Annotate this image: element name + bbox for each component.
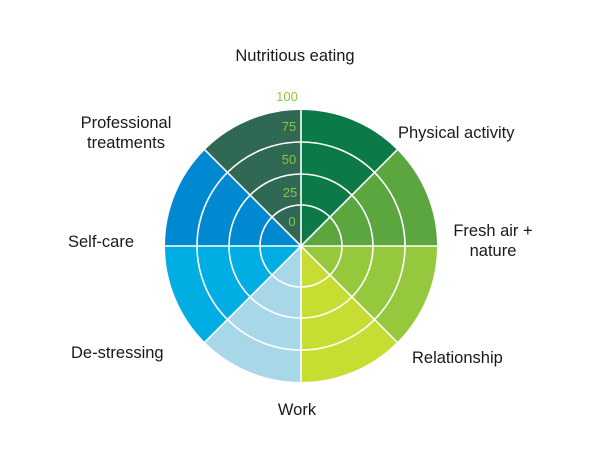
tick-label-75: 75 (282, 119, 296, 134)
scale-ticks: 0 25 50 75 100 (276, 89, 298, 229)
category-labels: Nutritious eating Physical activityFresh… (68, 47, 533, 419)
label-work: Work (278, 401, 317, 419)
label-de-stressing: De-stressing (71, 344, 164, 362)
spoke-8 (204, 149, 302, 247)
label-nutritious-eating: Nutritious eating (235, 47, 354, 65)
spoke-2 (300, 149, 398, 247)
label-fresh-air-nature-line-2: nature (470, 242, 517, 260)
spoke-6 (204, 245, 302, 343)
label-professional-treatments-line-2: treatments (87, 134, 165, 152)
tick-label-0: 0 (288, 214, 295, 229)
spoke-4 (300, 245, 398, 343)
label-professional-treatments-line-1: Professional (81, 114, 172, 132)
label-fresh-air-nature-line-1: Fresh air + (453, 222, 532, 240)
tick-label-50: 50 (282, 152, 296, 167)
label-self-care: Self-care (68, 233, 134, 251)
label-relationship: Relationship (412, 349, 503, 367)
spokes-layer (165, 110, 437, 382)
tick-label-25: 25 (283, 185, 297, 200)
tick-label-100: 100 (276, 89, 298, 104)
label-physical-activity: Physical activity (398, 124, 515, 142)
